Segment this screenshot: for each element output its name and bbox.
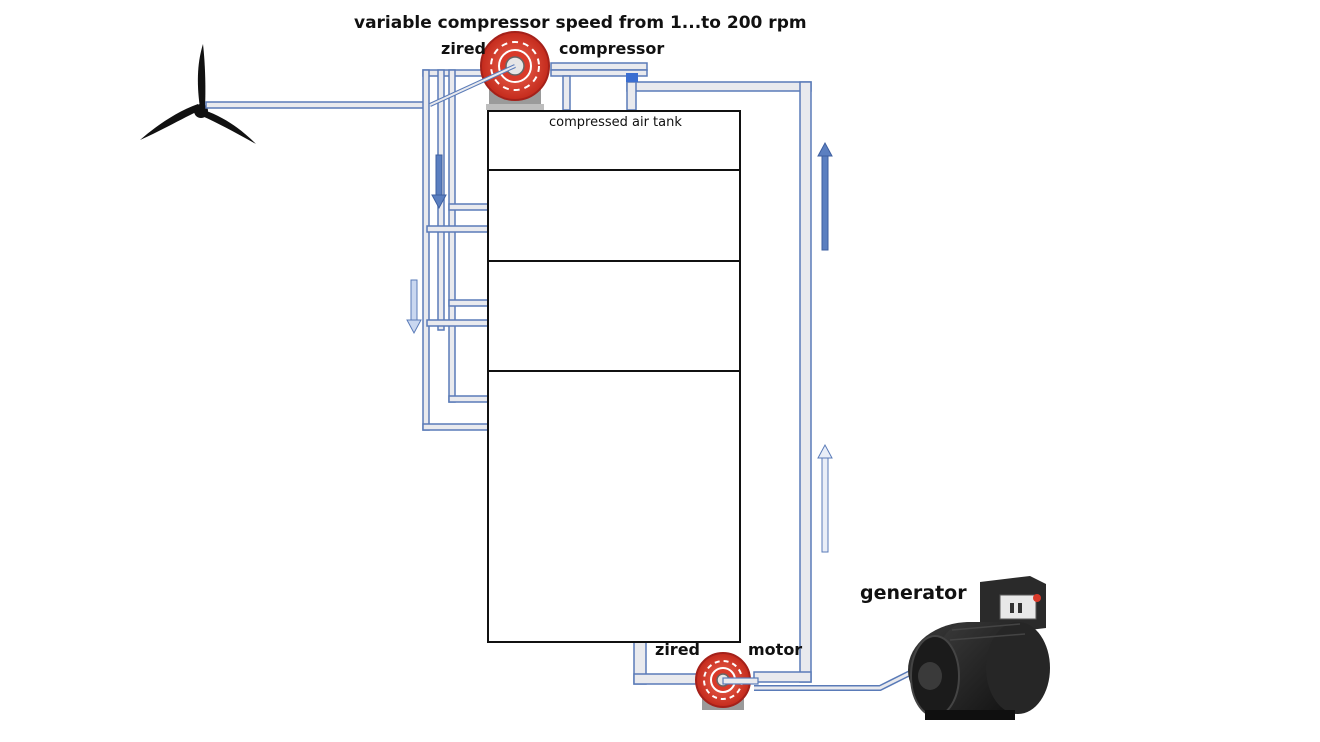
- zired-label-bottom: zired: [655, 640, 700, 659]
- tank-label: compressed air tank: [549, 115, 682, 130]
- wind-turbine-icon: [140, 44, 256, 144]
- arrow-down-icon-light: [406, 279, 422, 335]
- left-pipe-network: [422, 69, 490, 431]
- generator-shaft: [754, 669, 914, 691]
- compressor-label: compressor: [559, 39, 665, 58]
- arrow-up-icon-light: [817, 443, 833, 553]
- motor-label: motor: [748, 640, 803, 659]
- diagram-title: variable compressor speed from 1...to 20…: [354, 13, 807, 33]
- compressed-air-tank: [487, 110, 741, 643]
- gear-icon: [429, 31, 550, 110]
- arrow-up-icon: [817, 141, 833, 251]
- gear-icon-bottom: [695, 652, 759, 710]
- arrow-down-icon: [431, 154, 447, 210]
- pipe-valve: [626, 73, 638, 82]
- turbine-shaft: [205, 101, 429, 109]
- right-return-pipe: [550, 62, 812, 685]
- zired-label-top: zired: [441, 39, 486, 58]
- generator-label: generator: [860, 582, 967, 604]
- generator-icon: [908, 576, 1050, 720]
